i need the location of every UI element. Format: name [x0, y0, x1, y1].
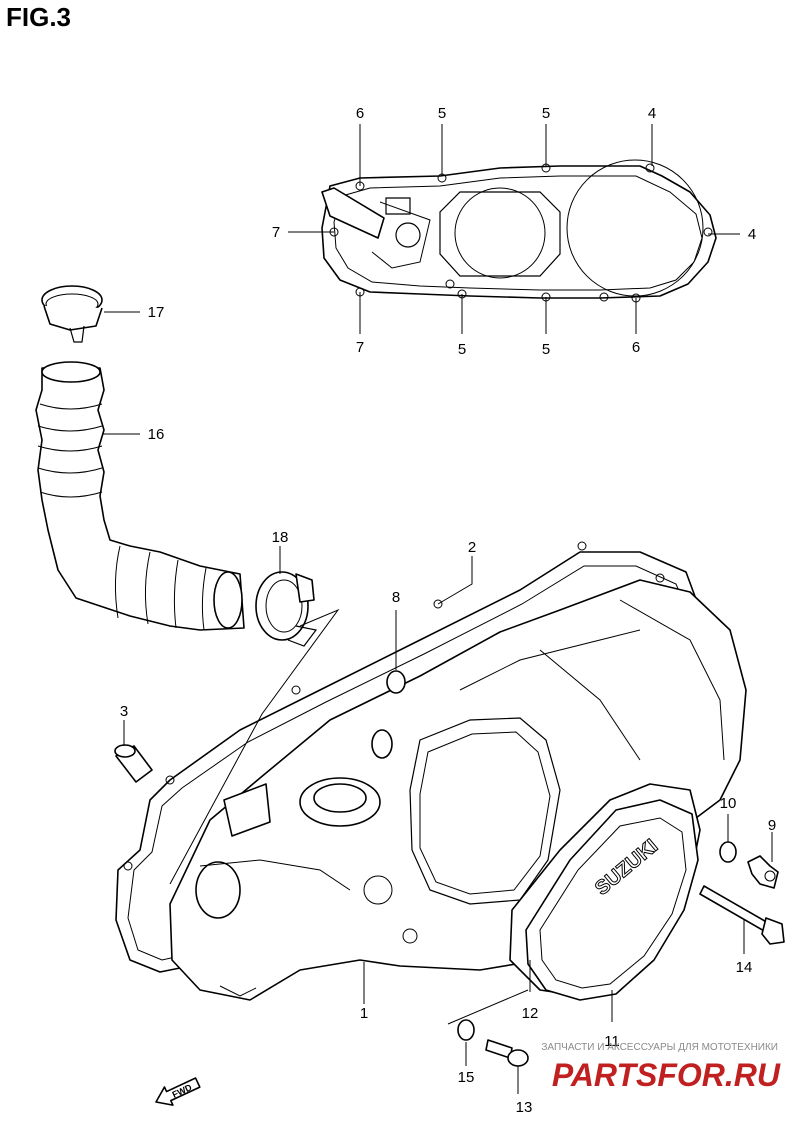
- callout-10: 10: [720, 795, 737, 812]
- callout-4-top: 4: [648, 105, 656, 122]
- dowel-pin-3-part: [114, 744, 153, 783]
- callout-labels: 6 5 5 4 7 4 7 5 5 6 17 16 18 2 8 3 10 9 …: [120, 105, 776, 1116]
- callout-12: 12: [522, 1005, 539, 1022]
- bolt-9-part: [747, 855, 779, 889]
- watermark-brand: PARTSFOR.RU: [552, 1057, 781, 1093]
- callout-9: 9: [768, 817, 776, 834]
- callout-16: 16: [148, 426, 165, 443]
- callout-17: 17: [148, 304, 165, 321]
- callout-5-top-a: 5: [438, 105, 446, 122]
- callout-14: 14: [736, 959, 753, 976]
- callout-1: 1: [360, 1005, 368, 1022]
- inner-cover-gasket-part: [321, 159, 717, 303]
- watermark: ЗАПЧАСТИ И АКСЕССУАРЫ ДЛЯ МОТОТЕХНИКИ PA…: [541, 1042, 781, 1093]
- callout-11: 11: [604, 1033, 620, 1050]
- callout-7-bottom: 7: [356, 339, 364, 356]
- callout-2: 2: [468, 539, 476, 556]
- callout-3: 3: [120, 703, 128, 720]
- callout-7-left: 7: [272, 224, 280, 241]
- callout-8: 8: [392, 589, 400, 606]
- forward-direction-arrow: FWD: [155, 1077, 201, 1106]
- callout-6-bottom: 6: [632, 339, 640, 356]
- callout-15: 15: [458, 1069, 475, 1086]
- callout-5-bottom-b: 5: [542, 341, 550, 358]
- callout-5-top-b: 5: [542, 105, 550, 122]
- washer-10-part: [719, 841, 737, 863]
- watermark-tagline: ЗАПЧАСТИ И АКСЕССУАРЫ ДЛЯ МОТОТЕХНИКИ: [541, 1042, 778, 1053]
- hose-clamp-18-part: [255, 571, 318, 647]
- clutch-cover-11-part: SUZUKI: [525, 799, 699, 1001]
- callout-5-bottom-a: 5: [458, 341, 466, 358]
- callout-6-top: 6: [356, 105, 364, 122]
- leader-lines: [102, 124, 773, 1094]
- callout-13: 13: [516, 1099, 533, 1116]
- washer-15-part: [457, 1019, 475, 1041]
- callout-4-right: 4: [748, 226, 756, 243]
- bolt-14-part: [699, 885, 785, 945]
- air-duct-hose-16-part: [35, 361, 245, 631]
- figure-title: FIG.3: [6, 2, 72, 32]
- hose-clamp-17-part: [41, 285, 103, 343]
- callout-18: 18: [272, 529, 289, 546]
- bolt-13-part: [485, 1039, 529, 1067]
- o-ring-8-part: [386, 670, 406, 694]
